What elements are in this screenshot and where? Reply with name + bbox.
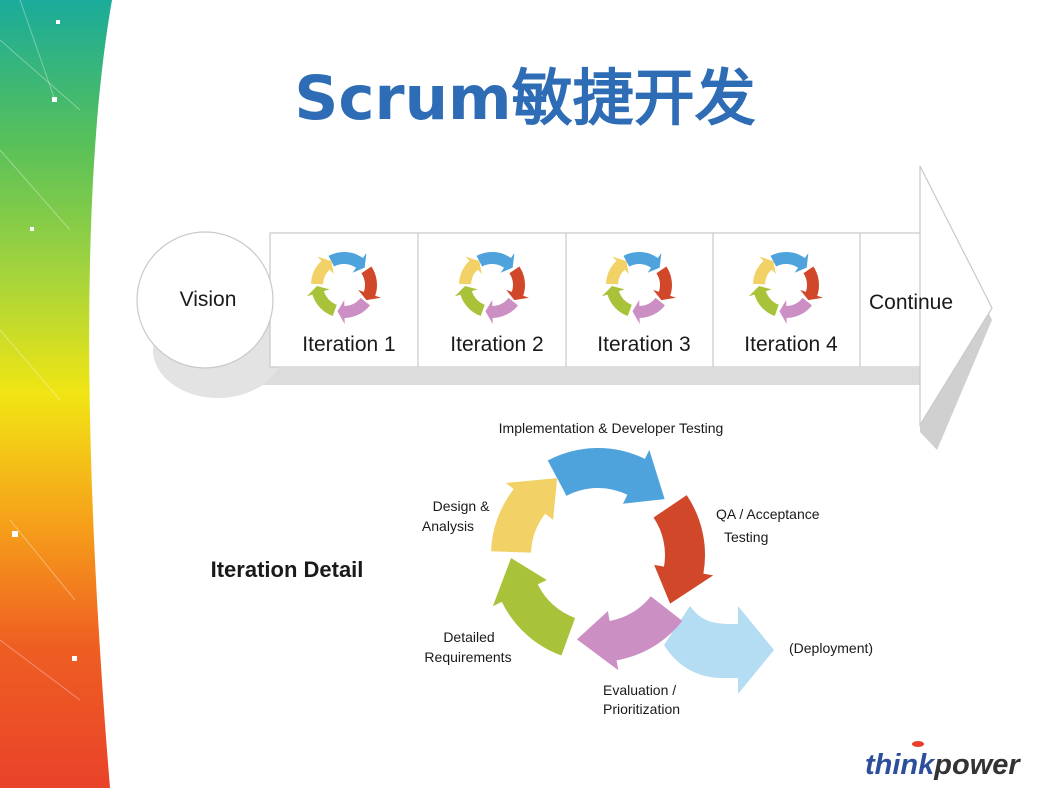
slide-title: Scrum敏捷开发 bbox=[294, 63, 755, 134]
iteration-3-arrow-yellow bbox=[606, 256, 629, 285]
iteration-3-arrow-purple bbox=[632, 297, 666, 324]
iteration-2-arrow-green bbox=[454, 285, 485, 317]
stage-design-line1: Design & bbox=[433, 498, 490, 514]
iteration-label-3: Iteration 3 bbox=[597, 333, 690, 356]
iteration-label-2: Iteration 2 bbox=[450, 333, 543, 356]
iteration-2-arrow-yellow bbox=[459, 256, 482, 285]
logo-power: power bbox=[933, 749, 1021, 781]
iteration-3-arrow-green bbox=[601, 285, 632, 317]
detail-cycle-arrow-red bbox=[653, 495, 714, 604]
stage-evaluation-line1: Evaluation / bbox=[603, 682, 676, 698]
stage-evaluation-line2: Prioritization bbox=[603, 701, 680, 717]
iteration-labels: Iteration 1 Iteration 2 Iteration 3 Iterati… bbox=[302, 333, 838, 356]
iteration-cycle-icons bbox=[306, 252, 823, 324]
iteration-4-arrow-purple bbox=[779, 297, 813, 324]
iteration-detail-heading: Iteration Detail bbox=[211, 557, 364, 582]
thinkpower-logo: thinkpower bbox=[865, 741, 1021, 781]
timeline-arrow bbox=[136, 165, 993, 450]
continue-label: Continue bbox=[869, 291, 953, 314]
stage-deployment: (Deployment) bbox=[789, 640, 873, 656]
iteration-icon-2 bbox=[454, 252, 529, 324]
deployment-arrow bbox=[664, 606, 774, 694]
iteration-1-arrow-green bbox=[306, 285, 337, 317]
detail-cycle-arrow-blue bbox=[547, 447, 665, 504]
detail-cycle-arrow-yellow bbox=[491, 478, 558, 553]
iteration-4-arrow-red bbox=[800, 266, 823, 301]
svg-text:thinkpower: thinkpower bbox=[865, 749, 1021, 781]
decorative-band bbox=[0, 0, 112, 788]
detail-cycle-arrow-purple bbox=[576, 596, 683, 671]
stage-requirements-line2: Requirements bbox=[424, 649, 511, 665]
stage-requirements-line1: Detailed bbox=[443, 629, 494, 645]
iteration-label-4: Iteration 4 bbox=[744, 333, 838, 356]
iteration-1-arrow-blue bbox=[328, 252, 367, 273]
iteration-2-arrow-purple bbox=[485, 297, 519, 324]
vision-label: Vision bbox=[180, 288, 237, 311]
iteration-1-arrow-yellow bbox=[311, 256, 334, 285]
stage-design-line2: Analysis bbox=[422, 518, 474, 534]
iteration-1-arrow-purple bbox=[337, 297, 371, 324]
detail-cycle-arrow-green bbox=[492, 558, 576, 656]
iteration-icon-4 bbox=[748, 252, 823, 324]
iteration-label-1: Iteration 1 bbox=[302, 333, 395, 356]
iteration-detail-cycle bbox=[491, 447, 774, 694]
stage-qa-line1: QA / Acceptance bbox=[716, 506, 820, 522]
iteration-3-arrow-red bbox=[653, 266, 676, 301]
stage-labels: Implementation & Developer Testing QA / … bbox=[422, 420, 873, 717]
iteration-4-arrow-yellow bbox=[753, 256, 776, 285]
iteration-4-arrow-blue bbox=[770, 252, 809, 273]
iteration-icon-1 bbox=[306, 252, 381, 324]
iteration-1-arrow-red bbox=[358, 266, 381, 301]
stage-implementation: Implementation & Developer Testing bbox=[499, 420, 724, 436]
iteration-4-arrow-green bbox=[748, 285, 779, 317]
iteration-2-arrow-blue bbox=[476, 252, 515, 273]
iteration-3-arrow-blue bbox=[623, 252, 662, 273]
stage-qa-line2: Testing bbox=[724, 529, 768, 545]
iteration-icon-3 bbox=[601, 252, 676, 324]
logo-think: think bbox=[865, 749, 936, 781]
iteration-2-arrow-red bbox=[506, 266, 529, 301]
